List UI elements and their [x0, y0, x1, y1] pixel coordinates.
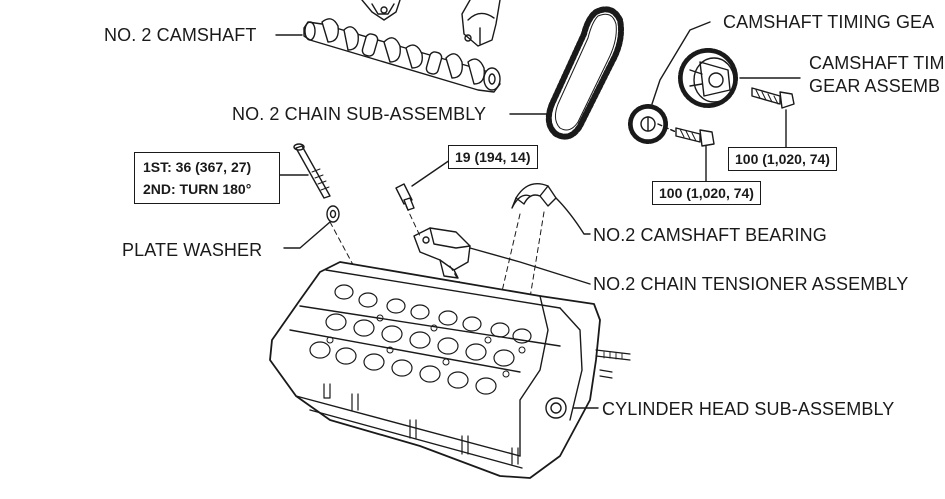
- torque-spec-head-bolt-first: 1ST: 36 (367, 27): [143, 159, 252, 175]
- no2-camshaft-drawing: [303, 18, 501, 93]
- torque-spec-gear-bolt-right: 100 (1,020, 74): [728, 147, 837, 171]
- gear-bolt-left: [675, 127, 715, 147]
- label-no2-chain-tensioner-assembly: NO.2 CHAIN TENSIONER ASSEMBLY: [593, 274, 909, 294]
- cylinder-head-drawing: [269, 261, 631, 479]
- label-no2-camshaft-bearing: NO.2 CAMSHAFT BEARING: [593, 225, 827, 245]
- bearing-cap-top-right: [461, 0, 501, 47]
- label-no2-camshaft: NO. 2 CAMSHAFT: [104, 25, 257, 45]
- leader-no2-chain-tensioner: [469, 247, 591, 285]
- label-camshaft-timing-gear-assembly-line2: GEAR ASSEMB: [809, 76, 941, 96]
- bearing-cap-top-left: [361, 0, 401, 21]
- no2-chain-tensioner-drawing: [413, 227, 471, 279]
- torque-spec-head-bolt-second: 2ND: TURN 180°: [143, 181, 252, 197]
- label-camshaft-timing-gear: CAMSHAFT TIMING GEA: [723, 12, 935, 32]
- torque-spec-head-bolt: 1ST: 36 (367, 27) 2ND: TURN 180°: [134, 152, 280, 204]
- label-cylinder-head-sub-assembly: CYLINDER HEAD SUB-ASSEMBLY: [602, 399, 895, 419]
- no2-camshaft-bearing-drawing: [511, 183, 557, 209]
- label-plate-washer: PLATE WASHER: [122, 240, 263, 260]
- head-bolt-drawing: [293, 143, 331, 199]
- no2-chain-drawing: [545, 6, 624, 140]
- leader-plate-washer: [283, 221, 331, 249]
- leader-no2-camshaft-bearing: [555, 197, 591, 235]
- leader-tensioner-bolt: [411, 159, 451, 187]
- axis-line-left-gear: [657, 123, 677, 133]
- camshaft-timing-gear-assembly-drawing: [678, 48, 738, 108]
- label-no2-chain-sub-assembly: NO. 2 CHAIN SUB-ASSEMBLY: [232, 104, 487, 124]
- torque-spec-gear-bolt-left: 100 (1,020, 74): [652, 181, 761, 205]
- label-camshaft-timing-gear-assembly-line1: CAMSHAFT TIM: [809, 53, 945, 73]
- gear-bolt-right: [751, 87, 795, 109]
- plate-washer-drawing: [326, 205, 340, 223]
- leader-camshaft-timing-gear: [651, 21, 711, 105]
- tensioner-bolt-drawing: [395, 183, 415, 211]
- camshaft-timing-gear-drawing: [628, 104, 668, 144]
- torque-spec-tensioner-bolt: 19 (194, 14): [448, 145, 538, 169]
